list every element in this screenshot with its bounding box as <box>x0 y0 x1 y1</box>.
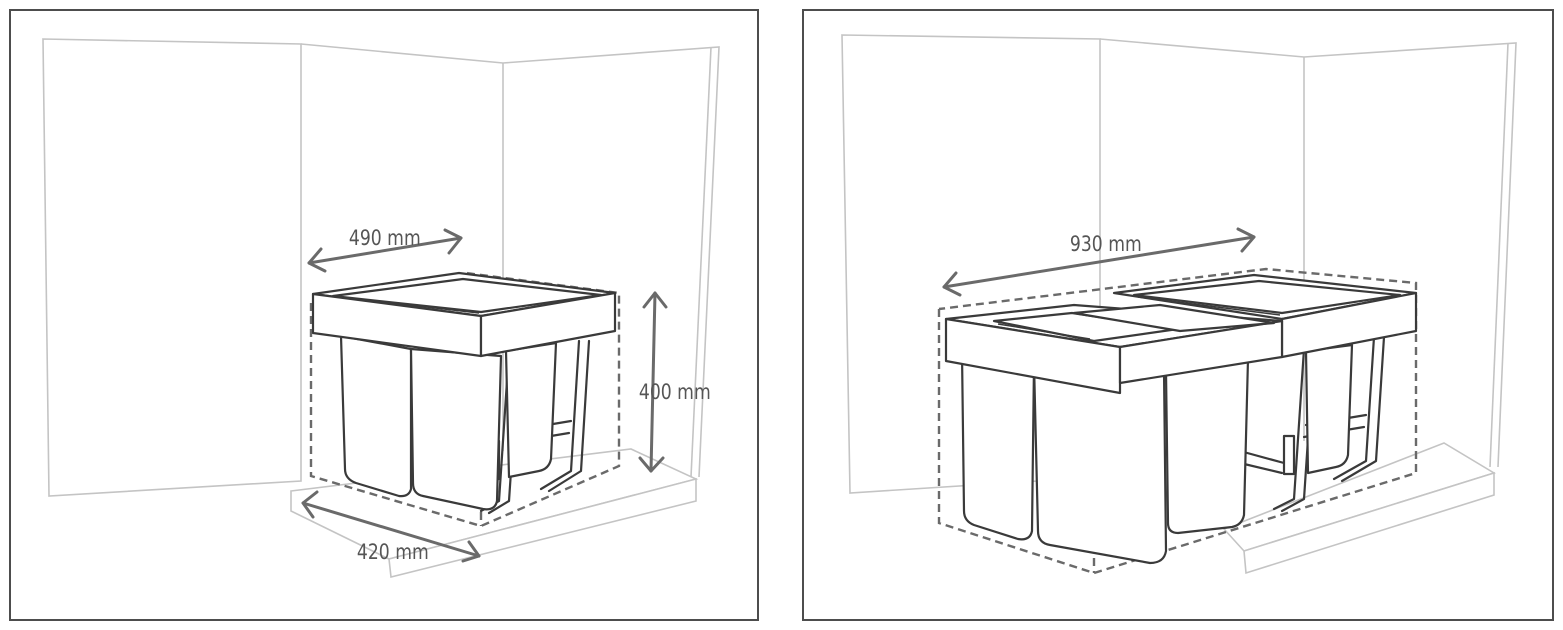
cabinet-plinth <box>1243 471 1495 575</box>
pullout-rail <box>1238 335 1386 513</box>
width-label: 490 mm <box>349 225 421 250</box>
depth-label: 420 mm <box>357 539 429 564</box>
cabinet-back-wall <box>1099 38 1517 468</box>
bin-middle <box>409 347 503 511</box>
width-arrow-head-right <box>1236 227 1256 253</box>
width-dimension: 930 mm <box>942 227 1256 297</box>
bin-front-middle <box>1032 361 1168 565</box>
height-dimension: 400 mm <box>638 291 711 473</box>
rail-clip <box>1282 434 1296 476</box>
width-arrow-head-left <box>307 247 327 273</box>
width-arrow-line <box>307 236 463 265</box>
bin-left <box>339 334 413 498</box>
height-label: 400 mm <box>639 379 711 404</box>
lid-center <box>1072 303 1276 333</box>
cabinet-left-door <box>42 38 302 497</box>
frame-left-front <box>944 317 1122 395</box>
envelope-box <box>937 267 1418 575</box>
lid-right <box>1132 279 1402 315</box>
width-arrow-head-left <box>942 271 962 297</box>
envelope-box <box>309 271 621 528</box>
depth-arrow-line <box>301 501 481 558</box>
bin-front-left <box>960 351 1036 541</box>
frame-side <box>479 291 617 358</box>
cabinet-back-wall <box>300 43 720 478</box>
height-arrow-head-top <box>642 291 668 309</box>
depth-arrow-head-left <box>301 490 319 519</box>
depth-arrow-head-right <box>461 540 481 563</box>
cabinet-walls <box>42 38 720 497</box>
panel-single-unit: 490 mm 400 mm 420 mm <box>9 9 759 621</box>
frame-left-side <box>1118 319 1284 385</box>
panel-double-unit: 930 mm <box>802 9 1554 621</box>
width-label: 930 mm <box>1070 231 1142 256</box>
width-arrow-line <box>942 235 1256 289</box>
lid-surface <box>331 277 603 314</box>
double-unit-illustration: 930 mm <box>841 34 1517 575</box>
cabinet-side-edge <box>690 46 712 478</box>
bin-front-right <box>1164 357 1250 535</box>
bin-back <box>1304 343 1354 475</box>
height-arrow-line <box>649 291 657 473</box>
cabinet-side-edge <box>1489 42 1509 468</box>
single-unit-illustration: 490 mm 400 mm 420 mm <box>42 38 720 578</box>
depth-dimension: 420 mm <box>301 490 481 564</box>
lid-left-seam <box>997 323 1091 340</box>
bin-back <box>504 341 558 479</box>
height-arrow-head-bottom <box>638 456 665 473</box>
width-dimension: 490 mm <box>307 225 463 273</box>
lid-seam <box>336 296 480 314</box>
width-arrow-head-right <box>443 228 463 255</box>
lid-right-seam <box>1137 296 1281 316</box>
